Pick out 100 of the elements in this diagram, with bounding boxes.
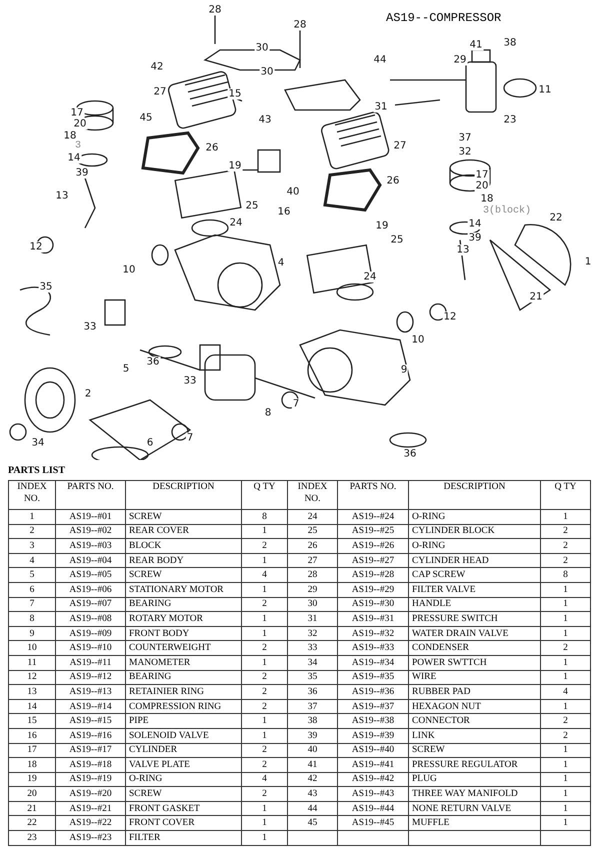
table-cell: AS19--#27 — [338, 553, 408, 568]
table-cell: 38 — [288, 714, 338, 728]
callout-number: 26 — [386, 176, 400, 186]
callout-number: 36 — [146, 356, 160, 368]
table-cell: 1 — [540, 699, 590, 714]
table-cell: AS19--#43 — [338, 786, 408, 802]
table-cell: 4 — [8, 553, 56, 568]
table-cell: AS19--#37 — [338, 699, 408, 714]
callout-number: 9 — [400, 364, 408, 376]
table-cell: 19 — [8, 772, 56, 787]
column-header: PARTS NO. — [56, 480, 126, 510]
callout-number: 39 — [468, 232, 482, 244]
table-cell: AS19--#11 — [56, 655, 126, 670]
callout-number: 42 — [150, 62, 164, 72]
table-cell: MUFFLE — [408, 816, 540, 831]
table-cell: ROTARY MOTOR — [126, 612, 242, 626]
table-cell: AS19--#08 — [56, 612, 126, 626]
table-cell: AS19--#13 — [56, 684, 126, 700]
callout-number: 24 — [228, 218, 244, 228]
table-cell: THREE WAY MANIFOLD — [408, 786, 540, 802]
table-cell: AS19--#30 — [338, 597, 408, 612]
table-cell: 27 — [288, 553, 338, 568]
table-cell: 4 — [242, 568, 288, 582]
table-cell: LINK — [408, 728, 540, 743]
callout-number: 33 — [182, 376, 198, 386]
table-cell: 31 — [288, 612, 338, 626]
table-cell: 15 — [8, 714, 56, 728]
table-cell: 13 — [8, 684, 56, 700]
callout-number: 11 — [538, 84, 552, 96]
table-cell: 8 — [540, 568, 590, 582]
callout-number: 3(block) — [482, 206, 532, 216]
table-cell: AS19--#35 — [338, 670, 408, 685]
table-cell: 2 — [242, 758, 288, 772]
table-cell: 35 — [288, 670, 338, 685]
callout-number: 38 — [502, 38, 518, 48]
table-cell: HEXAGON NUT — [408, 699, 540, 714]
table-cell: RETAINIER RING — [126, 684, 242, 700]
table-cell: 30 — [288, 597, 338, 612]
callout-number: 43 — [258, 114, 272, 126]
table-cell: AS19--#16 — [56, 728, 126, 743]
table-cell: 1 — [540, 772, 590, 787]
callout-number: 29 — [452, 54, 468, 66]
table-cell: AS19--#18 — [56, 758, 126, 772]
table-cell: 2 — [540, 640, 590, 656]
table-cell: 6 — [8, 582, 56, 598]
callout-number: 22 — [548, 212, 564, 224]
table-cell: AS19--#42 — [338, 772, 408, 787]
table-cell: AS19--#17 — [56, 743, 126, 758]
table-cell: PRESSURE SWITCH — [408, 612, 540, 626]
table-cell: 2 — [242, 699, 288, 714]
callout-number: 14 — [468, 218, 482, 230]
callout-number: 18 — [62, 130, 78, 142]
table-cell: 36 — [288, 684, 338, 700]
table-cell: SCREW — [126, 786, 242, 802]
callout-number: 31 — [374, 102, 388, 112]
table-cell: AS19--#02 — [56, 524, 126, 539]
table-cell: REAR BODY — [126, 553, 242, 568]
table-cell: 2 — [540, 714, 590, 728]
table-cell: 1 — [540, 510, 590, 524]
table-cell: 1 — [540, 743, 590, 758]
table-cell: SCREW — [408, 743, 540, 758]
callout-number: 27 — [392, 140, 408, 152]
table-cell: AS19--#19 — [56, 772, 126, 787]
callout-number: 8 — [264, 408, 272, 418]
table-cell: FRONT COVER — [126, 816, 242, 831]
table-cell: 10 — [8, 640, 56, 656]
callout-number: 5 — [122, 364, 130, 374]
callout-number: 4 — [276, 258, 286, 268]
callout-number: 30 — [260, 66, 274, 78]
table-cell: AS19--#15 — [56, 714, 126, 728]
table-cell: AS19--#07 — [56, 597, 126, 612]
table-cell: 1 — [242, 524, 288, 539]
callout-number: 24 — [362, 272, 378, 282]
table-cell: 39 — [288, 728, 338, 743]
callout-number: 10 — [410, 334, 426, 346]
table-cell: AS19--#09 — [56, 626, 126, 641]
table-cell: CONDENSER — [408, 640, 540, 656]
table-cell: 12 — [8, 670, 56, 685]
callout-number: 19 — [228, 160, 242, 172]
table-cell: 34 — [288, 655, 338, 670]
callout-number: 14 — [66, 152, 82, 164]
table-cell: AS19--#21 — [56, 801, 126, 816]
table-cell: 16 — [8, 728, 56, 743]
table-cell: PIPE — [126, 714, 242, 728]
table-cell: CYLINDER — [126, 743, 242, 758]
table-cell: 11 — [8, 655, 56, 670]
table-cell: FILTER VALVE — [408, 582, 540, 598]
callout-number: 25 — [244, 200, 260, 212]
callout-number: 44 — [372, 54, 388, 66]
table-cell: FILTER — [126, 830, 242, 846]
table-cell: 1 — [242, 553, 288, 568]
table-cell: 1 — [242, 830, 288, 846]
column-header: Q TY — [242, 480, 288, 510]
table-cell: BEARING — [126, 597, 242, 612]
callout-number: 18 — [480, 194, 494, 204]
table-cell: 2 — [242, 597, 288, 612]
table-cell: 5 — [8, 568, 56, 582]
table-cell: O-RING — [408, 538, 540, 554]
table-cell: AS19--#44 — [338, 801, 408, 816]
callout-number: 36 — [402, 448, 418, 460]
